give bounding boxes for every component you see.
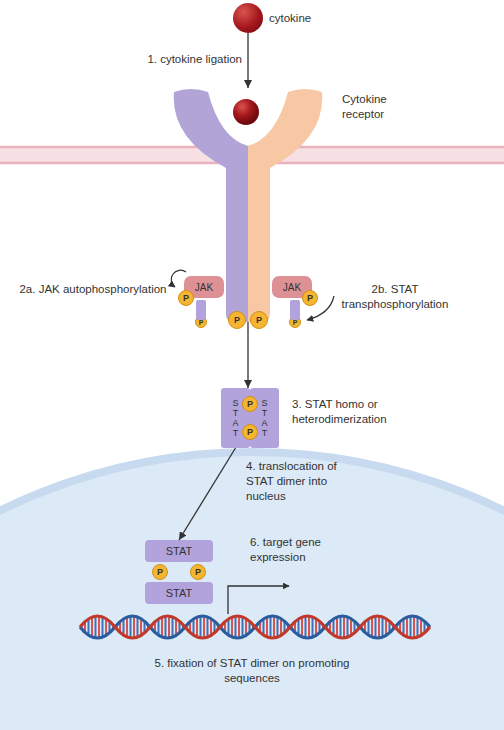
node-text: P — [307, 294, 313, 303]
node-text: P — [157, 568, 163, 577]
node-text: P — [293, 319, 298, 326]
step-label: 6. target gene expression — [250, 535, 342, 565]
receptor-chain — [248, 89, 322, 322]
node-text: STAT — [166, 545, 192, 557]
phosphate-circle: P — [289, 316, 301, 328]
flow-arrow — [247, 33, 248, 88]
step-label: 5. fixation of STAT dimer on promoting s… — [132, 656, 372, 686]
dna-strand — [80, 616, 430, 638]
phosphate-circle: P — [190, 564, 206, 580]
step-label: 4. translocation of STAT dimer into nucl… — [246, 459, 364, 504]
node-text: P — [234, 316, 240, 325]
bound-cytokine — [233, 99, 259, 125]
node-text: Cytokine receptor — [342, 92, 412, 122]
dna-strand — [80, 616, 430, 638]
node-text: P — [195, 568, 201, 577]
node-text: P — [256, 316, 262, 325]
node-text: cytokine — [269, 11, 311, 26]
stat-protein: STAT — [145, 540, 213, 562]
phosphate-circle: P — [228, 311, 246, 329]
node-text: P — [199, 319, 204, 326]
node-text: S T A T — [232, 398, 240, 438]
phosphate-circle: P — [302, 290, 318, 306]
phosphate-circle: P — [250, 311, 268, 329]
receptor-chain — [174, 89, 248, 322]
phosphate-circle: P — [242, 396, 258, 412]
phosphate-circle: P — [152, 564, 168, 580]
step-label: 1. cytokine ligation — [100, 52, 242, 67]
node-text: STAT — [166, 587, 192, 599]
node-text: P — [247, 428, 253, 437]
transcription-arrow — [228, 586, 289, 614]
node-text: S T A T — [261, 398, 269, 438]
nucleus — [0, 452, 504, 730]
step-label: 2b. STAT transphosphorylation — [320, 282, 470, 312]
step-label: 3. STAT homo or heterodimerization — [292, 397, 414, 427]
node-text: P — [183, 294, 189, 303]
phosphate-circle: P — [178, 290, 194, 306]
cytokine-ball: cytokine — [233, 3, 263, 33]
node-text: JAK — [283, 282, 301, 293]
flow-arrow — [179, 448, 236, 540]
step-label: 2a. JAK autophosphorylation — [18, 282, 168, 297]
phosphate-circle: P — [195, 316, 207, 328]
flow-arrow — [247, 322, 248, 388]
node-text: JAK — [195, 282, 213, 293]
node-text: P — [247, 400, 253, 409]
dna-base-pairs — [80, 616, 430, 638]
stat-protein: STAT — [145, 582, 213, 604]
phosphate-circle: P — [242, 424, 258, 440]
